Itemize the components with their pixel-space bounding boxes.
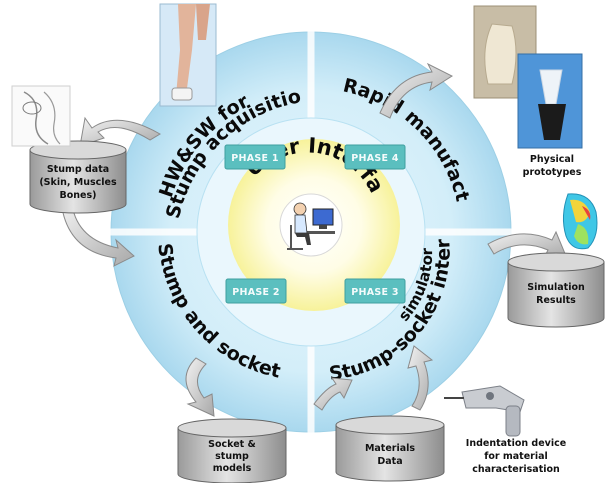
phase-1-label: PHASE 1 — [231, 153, 279, 164]
leg-photo — [159, 3, 217, 107]
socket-models-database: Socket & stump models — [177, 418, 287, 483]
materials-data-database: Materials Data — [335, 415, 445, 482]
stump-data-line2: (Skin, Muscles — [39, 177, 117, 188]
arrow-socket-to-simulator — [313, 377, 353, 411]
simulation-results-database: Simulation Results — [507, 252, 605, 328]
quadrant-dividers — [108, 30, 514, 434]
physical-caption-line1: Physical — [530, 154, 574, 165]
materials-line2: Data — [377, 456, 402, 467]
simulation-line2: Results — [536, 295, 576, 306]
indentation-caption-line2: for material — [484, 451, 548, 462]
arrow-modeler-to-socket — [185, 357, 215, 417]
indentation-device-image — [444, 385, 525, 437]
phase-4-box: PHASE 4 — [344, 144, 406, 170]
stump-data-database: Stump data (Skin, Muscles Bones) — [29, 140, 127, 214]
indentation-caption-line3: characterisation — [472, 464, 560, 475]
user-at-computer-icon — [279, 193, 343, 257]
phase-3-label: PHASE 3 — [351, 287, 399, 298]
flow-arrows — [61, 62, 567, 417]
phase-1-box: PHASE 1 — [224, 144, 286, 170]
arrow-to-prototypes — [379, 62, 454, 119]
phase-2-label: PHASE 2 — [232, 287, 280, 298]
anatomy-sketch — [11, 85, 71, 147]
phase-3-box: PHASE 3 — [344, 278, 406, 304]
socket-line1: Socket & — [208, 439, 256, 450]
physical-caption-line2: prototypes — [523, 167, 582, 178]
stump-data-line1: Stump data — [47, 164, 109, 175]
socket-line2: stump — [215, 451, 249, 462]
arrow-materials-to-simulator — [407, 345, 434, 411]
arrow-db-to-modeler — [61, 204, 135, 267]
phase-2-box: PHASE 2 — [225, 278, 287, 304]
stump-data-line3: Bones) — [60, 190, 97, 201]
indentation-caption-line1: Indentation device — [466, 438, 566, 449]
simulation-render — [562, 193, 598, 250]
socket-line3: models — [213, 463, 252, 474]
simulation-line1: Simulation — [527, 282, 585, 293]
prototype-photo-2 — [517, 53, 583, 149]
materials-line1: Materials — [365, 443, 415, 454]
phase-4-label: PHASE 4 — [351, 153, 399, 164]
